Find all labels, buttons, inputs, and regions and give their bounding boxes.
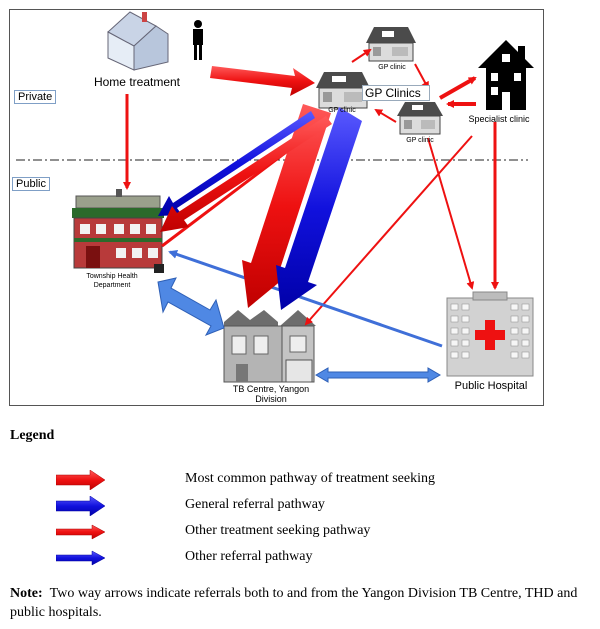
legend-item-other-treatment: Other treatment seeking pathway bbox=[0, 522, 600, 542]
block-arrows bbox=[157, 66, 441, 383]
diagram-canvas bbox=[16, 11, 534, 383]
gp-top-to-gp-right-arrow bbox=[414, 63, 429, 90]
private-zone-label: Private bbox=[14, 90, 57, 104]
gp-clinic-main-label: GP clinic bbox=[328, 107, 356, 114]
gp-to-thd-red-arrow bbox=[160, 116, 332, 232]
note: Note: Two way arrows indicate referrals … bbox=[10, 584, 595, 622]
thin-blue-arrow-icon bbox=[56, 550, 106, 566]
township-health-department-building-icon bbox=[72, 189, 164, 273]
note-text: Two way arrows indicate referrals both t… bbox=[10, 586, 578, 620]
tb-centre-building-icon bbox=[223, 310, 316, 383]
specialist-clinic-building-icon bbox=[478, 40, 534, 110]
legend-item-other-referral: Other referral pathway bbox=[0, 548, 600, 568]
thick-blue-arrow-icon bbox=[56, 496, 106, 516]
tb-centre-hospital-two-way-arrow bbox=[315, 367, 441, 383]
specialist-clinic-label: Specialist clinic bbox=[468, 114, 530, 124]
legend-item-label: Other treatment seeking pathway bbox=[185, 523, 371, 538]
gp-clinic-top-house-icon bbox=[366, 27, 416, 62]
thd-tb-centre-two-way-arrow bbox=[157, 277, 225, 336]
public-hospital-label: Public Hospital bbox=[454, 380, 528, 392]
legend-item-most-common: Most common pathway of treatment seeking bbox=[0, 470, 600, 490]
home-treatment-label: Home treatment bbox=[93, 75, 181, 89]
person-icon bbox=[193, 20, 203, 60]
gp-to-hospital-arrow bbox=[427, 137, 475, 290]
other-treatment-arrows bbox=[123, 48, 499, 326]
gp-clinic-top-label: GP clinic bbox=[378, 64, 406, 71]
legend-title: Legend bbox=[10, 428, 55, 443]
thick-red-arrow-icon bbox=[56, 470, 106, 490]
home-to-gp-arrow bbox=[210, 66, 315, 96]
thin-red-arrow-icon bbox=[56, 524, 106, 540]
public-zone-label: Public bbox=[12, 177, 50, 191]
gp-to-tb-centre-blue-arrow bbox=[276, 107, 362, 310]
legend-item-general-referral: General referral pathway bbox=[0, 496, 600, 516]
gp-clinic-house-icon bbox=[316, 72, 370, 109]
tb-centre-label: TB Centre, Yangon Division bbox=[232, 384, 310, 404]
note-label: Note: bbox=[10, 586, 43, 601]
legend-item-label: General referral pathway bbox=[185, 497, 325, 512]
legend-item-label: Most common pathway of treatment seeking bbox=[185, 471, 435, 486]
hospital-to-thd-arrow bbox=[168, 250, 443, 348]
specialist-to-tb-centre-arrow bbox=[304, 135, 473, 326]
gp-clinics-label: GP Clinics bbox=[362, 85, 430, 101]
gp-clinic-right-label: GP clinic bbox=[406, 137, 434, 144]
gp-clinic-right-house-icon bbox=[397, 102, 443, 135]
township-health-department-label: Township Health Department bbox=[86, 273, 138, 289]
legend-item-label: Other referral pathway bbox=[185, 549, 313, 564]
gp-to-specialist-arrow bbox=[439, 76, 477, 100]
pathway-diagram: Private Public Home treatment GP Clinics… bbox=[9, 9, 544, 406]
gp-right-to-gp-arrow bbox=[374, 108, 397, 123]
gp-to-tb-centre-red-arrow bbox=[242, 104, 331, 308]
gp-to-gp-top-arrow bbox=[351, 48, 372, 63]
gp-to-thd-blue-arrow bbox=[158, 111, 315, 216]
home-treatment-house-icon bbox=[107, 11, 169, 71]
public-hospital-building-icon bbox=[446, 291, 534, 377]
